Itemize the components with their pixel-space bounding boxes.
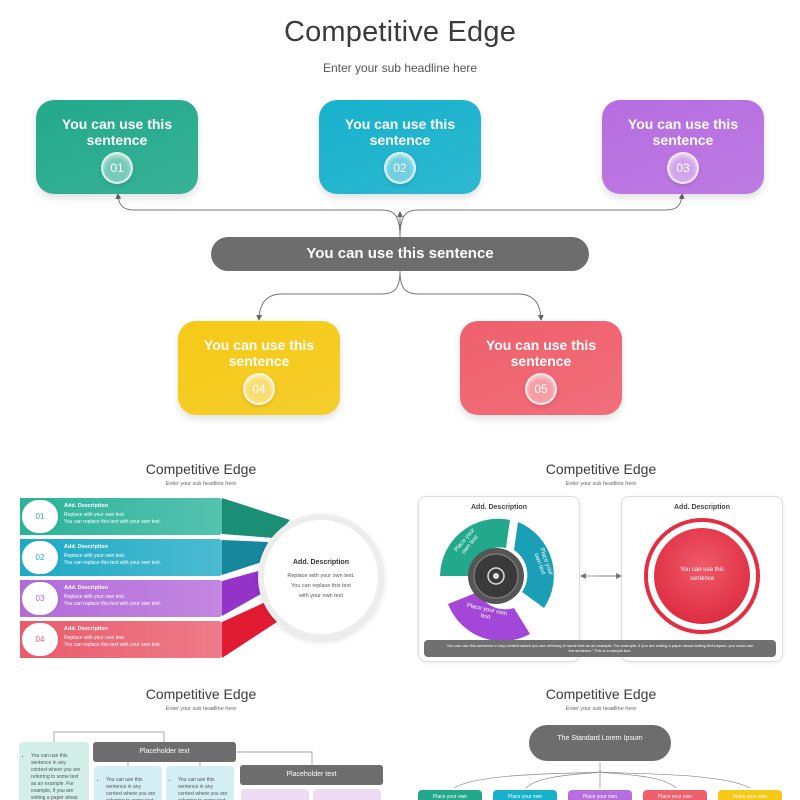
bar-title: Add. Description — [64, 585, 109, 591]
mini2-footer-bar: You can use this sentence in any context… — [424, 640, 776, 657]
mini4-title: Competitive Edge — [545, 686, 657, 702]
card-text: You can use this sentence — [203, 337, 315, 369]
mini1-bar-01: 01 Add. Description Replace with your ow… — [20, 498, 222, 535]
card-number-badge: 01 — [101, 152, 133, 184]
card-text: You can use this sentence — [61, 116, 173, 148]
bar-title: Add. Description — [64, 503, 109, 509]
mini2-subtitle: Enter your sub headline here — [565, 481, 637, 487]
mini3-box-c — [241, 789, 309, 800]
bar-number: 04 — [20, 621, 60, 658]
bar-desc: Replace with your own text.You can repla… — [64, 553, 162, 566]
card-text: You can use this sentence — [344, 116, 456, 148]
mini4-chip-1: Place your own — [418, 790, 482, 800]
bar-number: 03 — [20, 580, 60, 617]
mini2-red-circle: You can use this sentence — [648, 522, 756, 630]
mini2-right-title: Add. Description — [673, 504, 730, 511]
bar-desc: Replace with your own text.You can repla… — [64, 512, 162, 525]
mini3-box-b: You can use this sentence in any context… — [166, 766, 234, 800]
page-title: Competitive Edge — [283, 16, 517, 48]
card-04: You can use this sentence 04 — [178, 321, 340, 415]
mini4-subtitle: Enter your sub headline here — [565, 706, 637, 712]
mini3-pill-1: Placeholder text — [93, 742, 236, 762]
mini3-title: Competitive Edge — [145, 686, 257, 702]
card-number-badge: 03 — [667, 152, 699, 184]
circle-title: Add. Description — [292, 559, 349, 566]
mini1-title: Competitive Edge — [145, 461, 257, 477]
card-text: You can use this sentence — [627, 116, 739, 148]
bar-number: 01 — [20, 498, 60, 535]
card-number-badge: 04 — [243, 373, 275, 405]
mini1-bar-04: 04 Add. Description Replace with your ow… — [20, 621, 222, 658]
mini1-bar-03: 03 Add. Description Replace with your ow… — [20, 580, 222, 617]
bar-desc: Replace with your own text.You can repla… — [64, 594, 162, 607]
card-03: You can use this sentence 03 — [602, 100, 764, 194]
card-02: You can use this sentence 02 — [319, 100, 481, 194]
mini4-chip-4: Place your own — [643, 790, 707, 800]
page-subtitle: Enter your sub headline here — [322, 61, 478, 75]
mini2-cycle — [440, 518, 618, 642]
red-circle-text: You can use this sentence — [680, 567, 724, 582]
mini1-funnel — [222, 498, 290, 658]
card-number-badge: 05 — [525, 373, 557, 405]
mini3-pill-2: Placeholder text — [240, 765, 383, 785]
card-05: You can use this sentence 05 — [460, 321, 622, 415]
mini2-double-arrow — [580, 573, 622, 579]
main-connectors — [115, 193, 685, 321]
mini3-left-box: You can use this sentence in any context… — [19, 742, 89, 800]
circle-text: Replace with your own text. You can repl… — [287, 573, 355, 599]
bar-number: 02 — [20, 539, 60, 576]
card-number-badge: 02 — [384, 152, 416, 184]
mini3-box-d — [313, 789, 381, 800]
mini4-chip-5: Place your own — [718, 790, 782, 800]
bar-title: Add. Description — [64, 626, 109, 632]
card-01: You can use this sentence 01 — [36, 100, 198, 194]
mini4-connectors — [453, 762, 751, 789]
mini1-subtitle: Enter your sub headline here — [165, 481, 237, 487]
mini3-subtitle: Enter your sub headline here — [165, 706, 237, 712]
bar-title: Add. Description — [64, 544, 109, 550]
bar-desc: Replace with your own text.You can repla… — [64, 635, 162, 648]
mini3-connectors — [53, 731, 313, 766]
mini4-chip-3: Place your own — [568, 790, 632, 800]
card-text: You can use this sentence — [485, 337, 597, 369]
mini2-title: Competitive Edge — [545, 461, 657, 477]
mini1-bar-02: 02 Add. Description Replace with your ow… — [20, 539, 222, 576]
mini1-description-circle: Add. Description Replace with your own t… — [258, 514, 384, 640]
mini3-box-a: You can use this sentence in any context… — [94, 766, 162, 800]
mini4-chip-2: Place your own — [493, 790, 557, 800]
center-bar: You can use this sentence — [211, 237, 589, 271]
mini4-root-node: The Standard Lorem Ipsum — [529, 725, 671, 761]
mini2-left-title: Add. Description — [470, 504, 527, 511]
